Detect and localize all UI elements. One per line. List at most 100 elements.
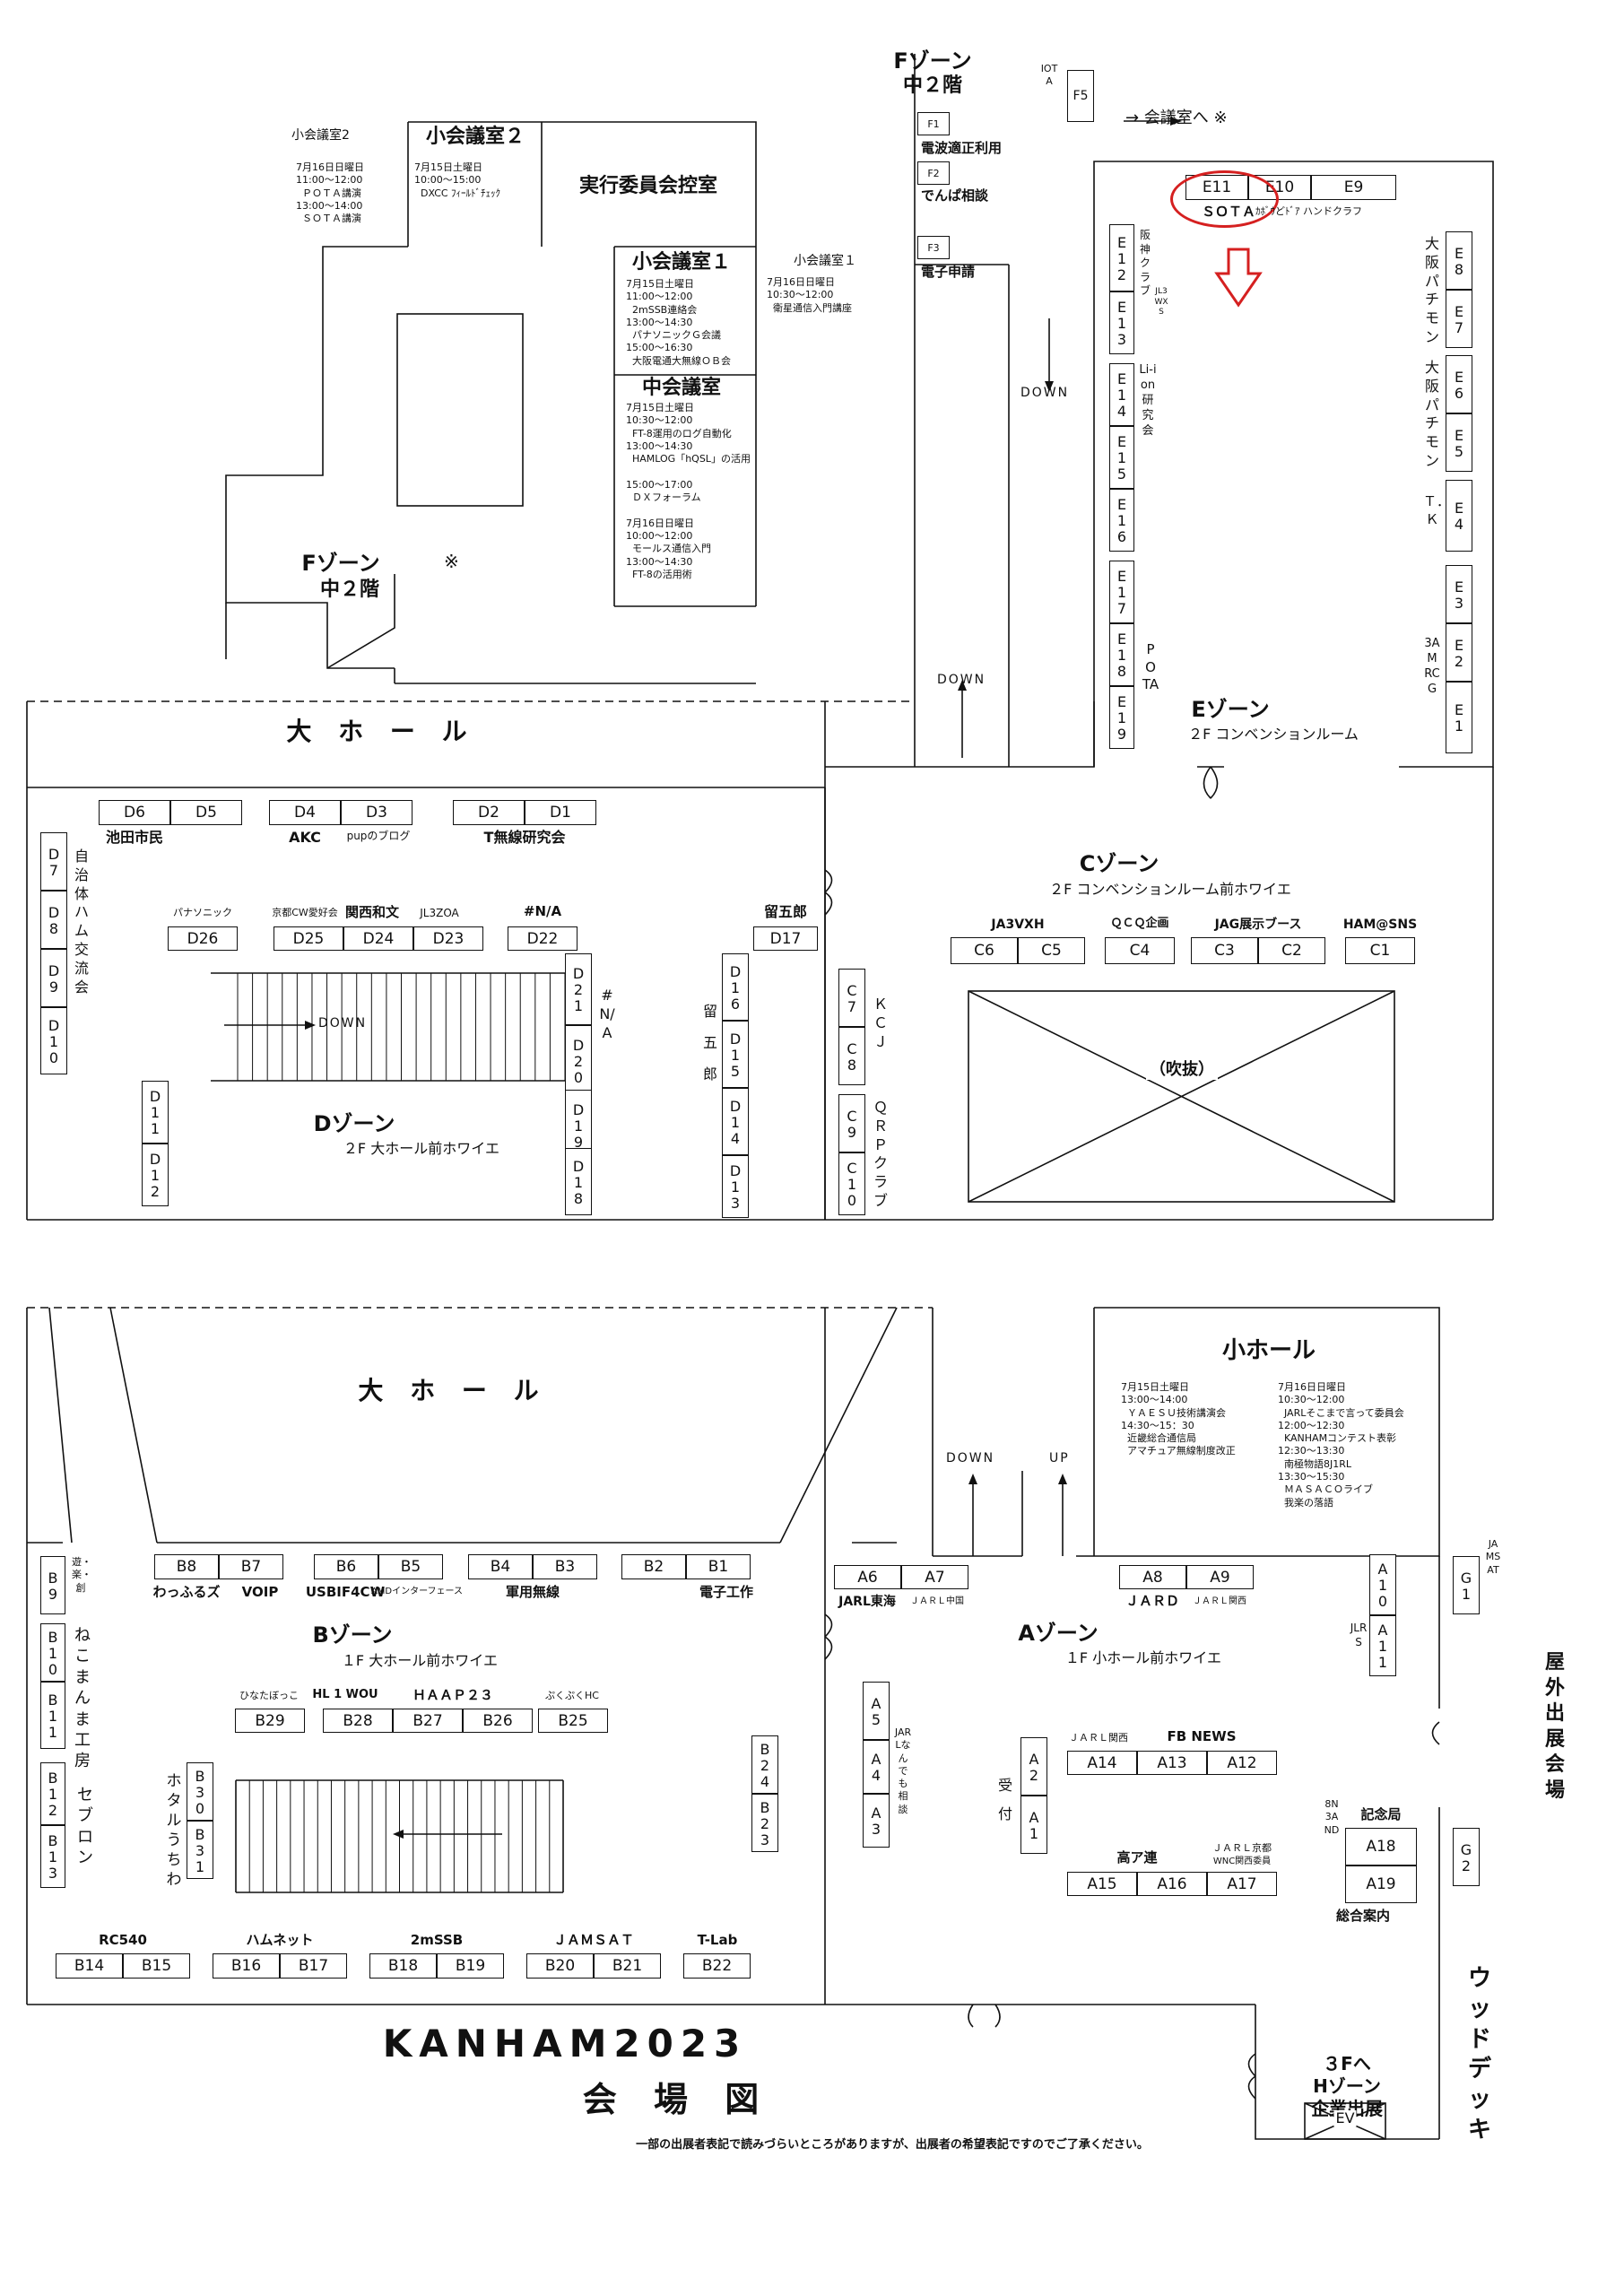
booth-b27[interactable]: B27 (393, 1709, 463, 1733)
booth-d5[interactable]: D5 (170, 800, 242, 825)
booth-c5[interactable]: C5 (1018, 937, 1085, 964)
booth-c8[interactable]: C8 (838, 1027, 865, 1085)
booth-f2[interactable]: F2 (917, 161, 950, 185)
booth-c6[interactable]: C6 (951, 937, 1018, 964)
booth-b2[interactable]: B2 (621, 1554, 686, 1579)
booth-c9[interactable]: C9 (838, 1094, 865, 1152)
booth-e18[interactable]: E18 (1109, 623, 1134, 686)
booth-d24[interactable]: D24 (343, 926, 413, 951)
booth-b18[interactable]: B18 (369, 1953, 437, 1979)
booth-a2[interactable]: A2 (1020, 1737, 1047, 1796)
booth-a8[interactable]: A8 (1119, 1565, 1186, 1589)
booth-e4[interactable]: E4 (1446, 480, 1472, 552)
booth-e12[interactable]: E12 (1109, 224, 1134, 291)
booth-b15[interactable]: B15 (123, 1953, 190, 1979)
booth-b6[interactable]: B6 (314, 1554, 378, 1579)
booth-c2[interactable]: C2 (1258, 937, 1325, 964)
booth-e5[interactable]: E5 (1446, 413, 1472, 472)
booth-b16[interactable]: B16 (213, 1953, 280, 1979)
booth-a18[interactable]: A18 (1345, 1828, 1417, 1866)
booth-b22[interactable]: B22 (683, 1953, 751, 1979)
booth-a10[interactable]: A10 (1369, 1554, 1396, 1615)
booth-a9[interactable]: A9 (1186, 1565, 1254, 1589)
booth-b30[interactable]: B30 (187, 1762, 213, 1821)
booth-d13[interactable]: D13 (722, 1155, 749, 1218)
booth-d9[interactable]: D9 (40, 949, 67, 1007)
booth-e3[interactable]: E3 (1446, 565, 1472, 623)
booth-d16[interactable]: D16 (722, 953, 749, 1021)
booth-d22[interactable]: D22 (508, 926, 578, 951)
booth-b10[interactable]: B10 (40, 1623, 65, 1682)
booth-d23[interactable]: D23 (413, 926, 483, 951)
booth-a4[interactable]: A4 (863, 1740, 890, 1794)
booth-b11[interactable]: B11 (40, 1682, 65, 1749)
booth-d3[interactable]: D3 (341, 800, 413, 825)
booth-a19[interactable]: A19 (1345, 1866, 1417, 1903)
booth-f3[interactable]: F3 (917, 236, 950, 259)
booth-b14[interactable]: B14 (56, 1953, 123, 1979)
booth-a7[interactable]: A7 (901, 1565, 968, 1589)
booth-a16[interactable]: A16 (1137, 1872, 1207, 1896)
booth-d6[interactable]: D6 (99, 800, 170, 825)
booth-a3[interactable]: A3 (863, 1794, 890, 1848)
booth-b5[interactable]: B5 (378, 1554, 443, 1579)
booth-b7[interactable]: B7 (219, 1554, 283, 1579)
booth-d11[interactable]: D11 (142, 1081, 169, 1144)
booth-b17[interactable]: B17 (280, 1953, 347, 1979)
booth-b1[interactable]: B1 (686, 1554, 751, 1579)
booth-b23[interactable]: B23 (751, 1794, 778, 1852)
booth-b21[interactable]: B21 (594, 1953, 661, 1979)
booth-b29[interactable]: B29 (235, 1709, 305, 1733)
booth-b12[interactable]: B12 (40, 1762, 65, 1825)
booth-a5[interactable]: A5 (863, 1682, 890, 1740)
booth-e2[interactable]: E2 (1446, 623, 1472, 682)
booth-c1[interactable]: C1 (1345, 937, 1415, 964)
booth-d26[interactable]: D26 (168, 926, 238, 951)
booth-d25[interactable]: D25 (274, 926, 343, 951)
booth-d21[interactable]: D21 (565, 953, 592, 1025)
booth-b13[interactable]: B13 (40, 1825, 65, 1888)
booth-b4[interactable]: B4 (468, 1554, 533, 1579)
booth-e7[interactable]: E7 (1446, 290, 1472, 348)
booth-d14[interactable]: D14 (722, 1088, 749, 1155)
booth-d17[interactable]: D17 (753, 926, 818, 951)
booth-b25[interactable]: B25 (538, 1709, 608, 1733)
booth-e16[interactable]: E16 (1109, 489, 1134, 552)
booth-e9[interactable]: E9 (1311, 175, 1396, 200)
booth-e8[interactable]: E8 (1446, 231, 1472, 290)
booth-d2[interactable]: D2 (453, 800, 525, 825)
booth-a1[interactable]: A1 (1020, 1796, 1047, 1854)
booth-e1[interactable]: E1 (1446, 682, 1472, 753)
booth-a15[interactable]: A15 (1067, 1872, 1137, 1896)
booth-b26[interactable]: B26 (463, 1709, 533, 1733)
booth-b28[interactable]: B28 (323, 1709, 393, 1733)
booth-a13[interactable]: A13 (1137, 1751, 1207, 1775)
booth-b24[interactable]: B24 (751, 1735, 778, 1794)
booth-a14[interactable]: A14 (1067, 1751, 1137, 1775)
booth-d15[interactable]: D15 (722, 1021, 749, 1088)
booth-d8[interactable]: D8 (40, 891, 67, 949)
booth-c7[interactable]: C7 (838, 969, 865, 1027)
booth-c3[interactable]: C3 (1191, 937, 1258, 964)
booth-e13[interactable]: E13 (1109, 291, 1134, 354)
booth-d4[interactable]: D4 (269, 800, 341, 825)
booth-b31[interactable]: B31 (187, 1821, 213, 1879)
booth-b8[interactable]: B8 (154, 1554, 219, 1579)
booth-g2[interactable]: G2 (1453, 1828, 1480, 1886)
booth-b20[interactable]: B20 (526, 1953, 594, 1979)
booth-b9[interactable]: B9 (40, 1556, 65, 1614)
booth-d18[interactable]: D18 (565, 1148, 592, 1215)
booth-d1[interactable]: D1 (525, 800, 596, 825)
booth-g1[interactable]: G1 (1453, 1556, 1480, 1614)
booth-c4[interactable]: C4 (1105, 937, 1175, 964)
booth-b19[interactable]: B19 (437, 1953, 504, 1979)
booth-a17[interactable]: A17 (1207, 1872, 1277, 1896)
booth-a6[interactable]: A6 (834, 1565, 901, 1589)
booth-e6[interactable]: E6 (1446, 355, 1472, 413)
booth-d10[interactable]: D10 (40, 1007, 67, 1074)
booth-f1[interactable]: F1 (917, 112, 950, 135)
booth-a11[interactable]: A11 (1369, 1615, 1396, 1676)
booth-b3[interactable]: B3 (533, 1554, 597, 1579)
booth-a12[interactable]: A12 (1207, 1751, 1277, 1775)
booth-d12[interactable]: D12 (142, 1144, 169, 1206)
